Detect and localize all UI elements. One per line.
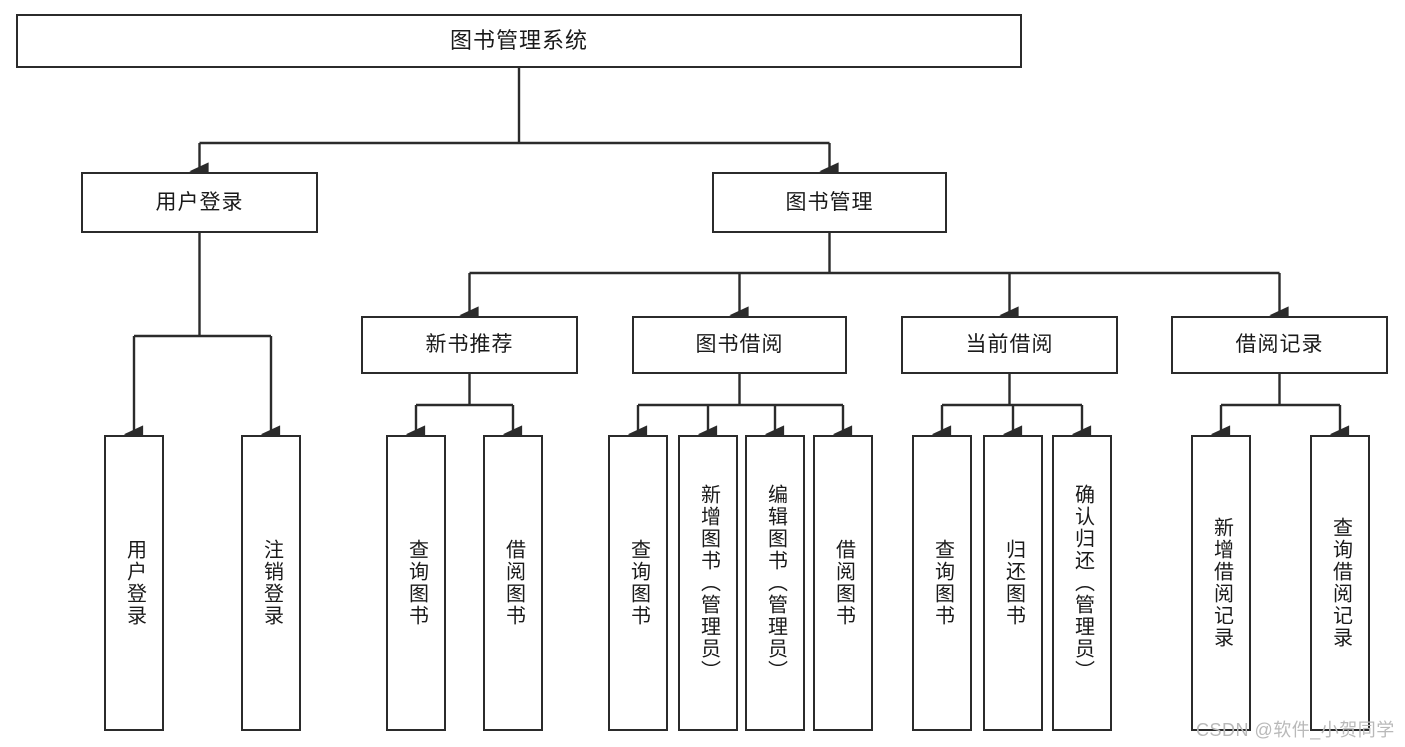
node-root[interactable]: 图书管理系统 — [16, 14, 1022, 68]
node-label: 图书借阅 — [695, 333, 784, 357]
node-label: 借阅图书 — [832, 539, 855, 627]
node-label: 图书管理系统 — [449, 27, 588, 53]
node-rec-borrow-book[interactable]: 借阅图书 — [483, 435, 543, 731]
node-rec-query-record[interactable]: 查询借阅记录 — [1310, 435, 1370, 731]
node-label: 查询图书 — [405, 539, 428, 627]
node-book-borrow[interactable]: 图书借阅 — [632, 316, 847, 374]
node-label: 新增图书（管理员） — [697, 484, 720, 682]
node-cur-return-book[interactable]: 归还图书 — [983, 435, 1043, 731]
node-cur-query-book[interactable]: 查询图书 — [912, 435, 972, 731]
node-bor-edit-book[interactable]: 编辑图书（管理员） — [745, 435, 805, 731]
node-label: 归还图书 — [1002, 539, 1025, 627]
node-rec-add-record[interactable]: 新增借阅记录 — [1191, 435, 1251, 731]
node-label: 用户登录 — [123, 539, 146, 627]
node-bor-query-book[interactable]: 查询图书 — [608, 435, 668, 731]
node-label: 新书推荐 — [425, 333, 514, 357]
node-label: 查询图书 — [931, 539, 954, 627]
node-bor-borrow-book[interactable]: 借阅图书 — [813, 435, 873, 731]
node-login-do[interactable]: 用户登录 — [104, 435, 164, 731]
node-borrow-record[interactable]: 借阅记录 — [1171, 316, 1388, 374]
node-user-login[interactable]: 用户登录 — [81, 172, 318, 233]
node-label: 确认归还（管理员） — [1071, 484, 1094, 682]
node-rec-query-book[interactable]: 查询图书 — [386, 435, 446, 731]
node-new-book-rec[interactable]: 新书推荐 — [361, 316, 578, 374]
node-label: 图书管理 — [785, 190, 874, 214]
node-label: 用户登录 — [155, 190, 244, 214]
node-cur-confirm-return[interactable]: 确认归还（管理员） — [1052, 435, 1112, 731]
node-label: 借阅记录 — [1235, 333, 1324, 357]
node-label: 借阅图书 — [502, 539, 525, 627]
node-label: 当前借阅 — [965, 333, 1054, 357]
node-book-mgmt[interactable]: 图书管理 — [712, 172, 947, 233]
watermark-text: CSDN @软件_小贺同学 — [1196, 720, 1395, 740]
node-label: 新增借阅记录 — [1210, 517, 1233, 649]
node-logout-do[interactable]: 注销登录 — [241, 435, 301, 731]
node-bor-add-book[interactable]: 新增图书（管理员） — [678, 435, 738, 731]
node-current-borrow[interactable]: 当前借阅 — [901, 316, 1118, 374]
node-label: 查询借阅记录 — [1329, 517, 1352, 649]
node-label: 编辑图书（管理员） — [764, 484, 787, 682]
node-label: 注销登录 — [260, 539, 283, 627]
node-label: 查询图书 — [627, 539, 650, 627]
